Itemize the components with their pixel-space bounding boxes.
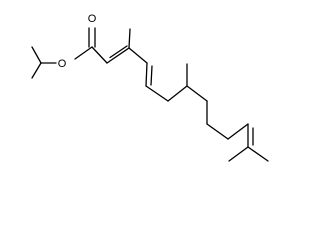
bond-c9-c10: [206, 123, 229, 140]
bond-c4-c5: [145, 62, 148, 87]
bond-c2-c3-inner: [109, 45, 128, 59]
bond-isopropyl-lower-methyl: [31, 62, 42, 79]
bond-c12-methyl-left: [228, 146, 249, 162]
bond-c12-methyl-right: [247, 146, 269, 162]
bond-c1-c2: [91, 46, 108, 64]
bond-ester-oxygen-to-carbonyl: [74, 46, 93, 60]
bond-c10-c11: [227, 123, 249, 140]
bond-c2-c3: [106, 47, 130, 64]
bond-c4-c5-inner: [150, 65, 153, 86]
bond-c6-c7: [167, 85, 188, 102]
structure-canvas: O O: [31, 13, 269, 162]
bond-c3-c4: [128, 47, 148, 64]
molecule-structure: O O: [31, 13, 269, 162]
bond-c3-methyl: [128, 28, 131, 49]
bond-isopropyl-upper-methyl: [31, 46, 42, 64]
ester-oxygen-label: O: [58, 58, 67, 70]
bond-c5-c6: [145, 85, 169, 102]
carbonyl-oxygen-label: O: [88, 13, 97, 25]
bond-c7-c8: [186, 85, 208, 102]
